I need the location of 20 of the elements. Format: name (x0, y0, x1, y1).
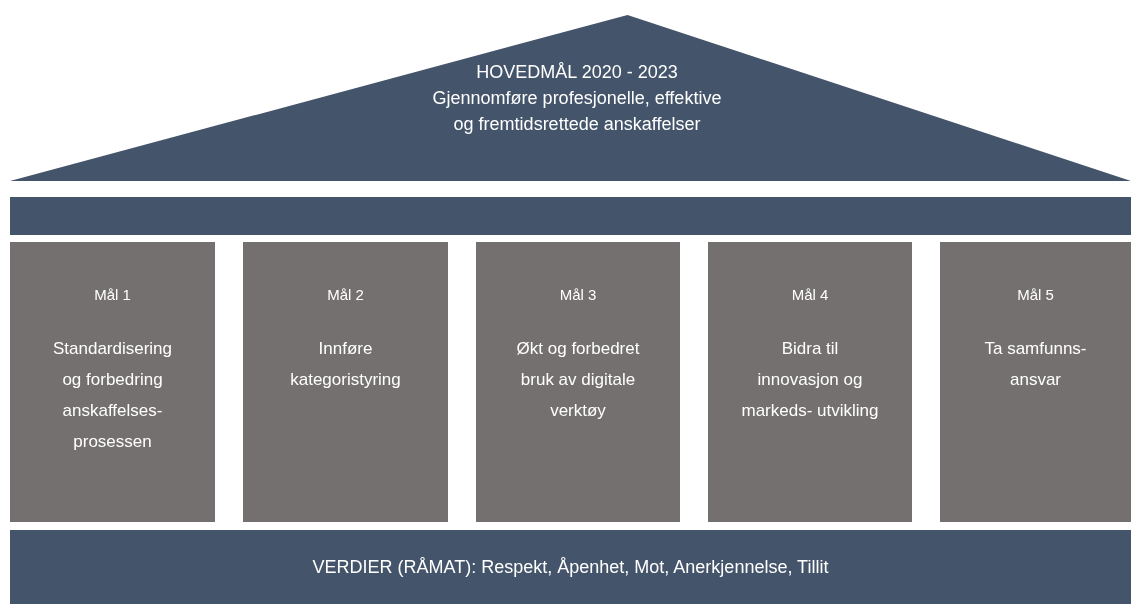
pillar-text: Bidra til innovasjon og markeds- utvikling (740, 337, 880, 422)
pillar-box (10, 242, 215, 522)
pillar-box (708, 242, 912, 522)
heading: HOVEDMÅL 2020 - 2023 (476, 61, 678, 84)
pillar-text: Økt og forbedret bruk av digitale verktøy (515, 337, 641, 422)
beam-bar (10, 197, 1131, 235)
pillar-text: Innføre kategoristyring (289, 337, 402, 391)
pillar-heading: Mål 3 (559, 285, 597, 305)
values-text: VERDIER (RÅMAT): Respekt, Åpenhet, Mot, Anerkjennelse, Tillit (312, 555, 829, 579)
pillar-heading: Mål 2 (327, 285, 364, 305)
pillar-heading: Mål 5 (1017, 285, 1054, 305)
pillar-box (243, 242, 448, 522)
pillar-box (476, 242, 680, 522)
pillar-box (940, 242, 1131, 522)
pillar-text: Standardisering og forbedring anskaffelses- prosessen (51, 337, 174, 453)
pillar-heading: Mål 1 (94, 285, 131, 305)
foundation-bar (10, 530, 1131, 604)
pillar-heading: Mål 4 (791, 285, 829, 305)
pillar-text: Ta samfunns- ansvar (983, 337, 1088, 391)
goal-text: Gjennomføre profesjonelle, effektive og fremtidsrettede anskaffelser (432, 87, 722, 136)
